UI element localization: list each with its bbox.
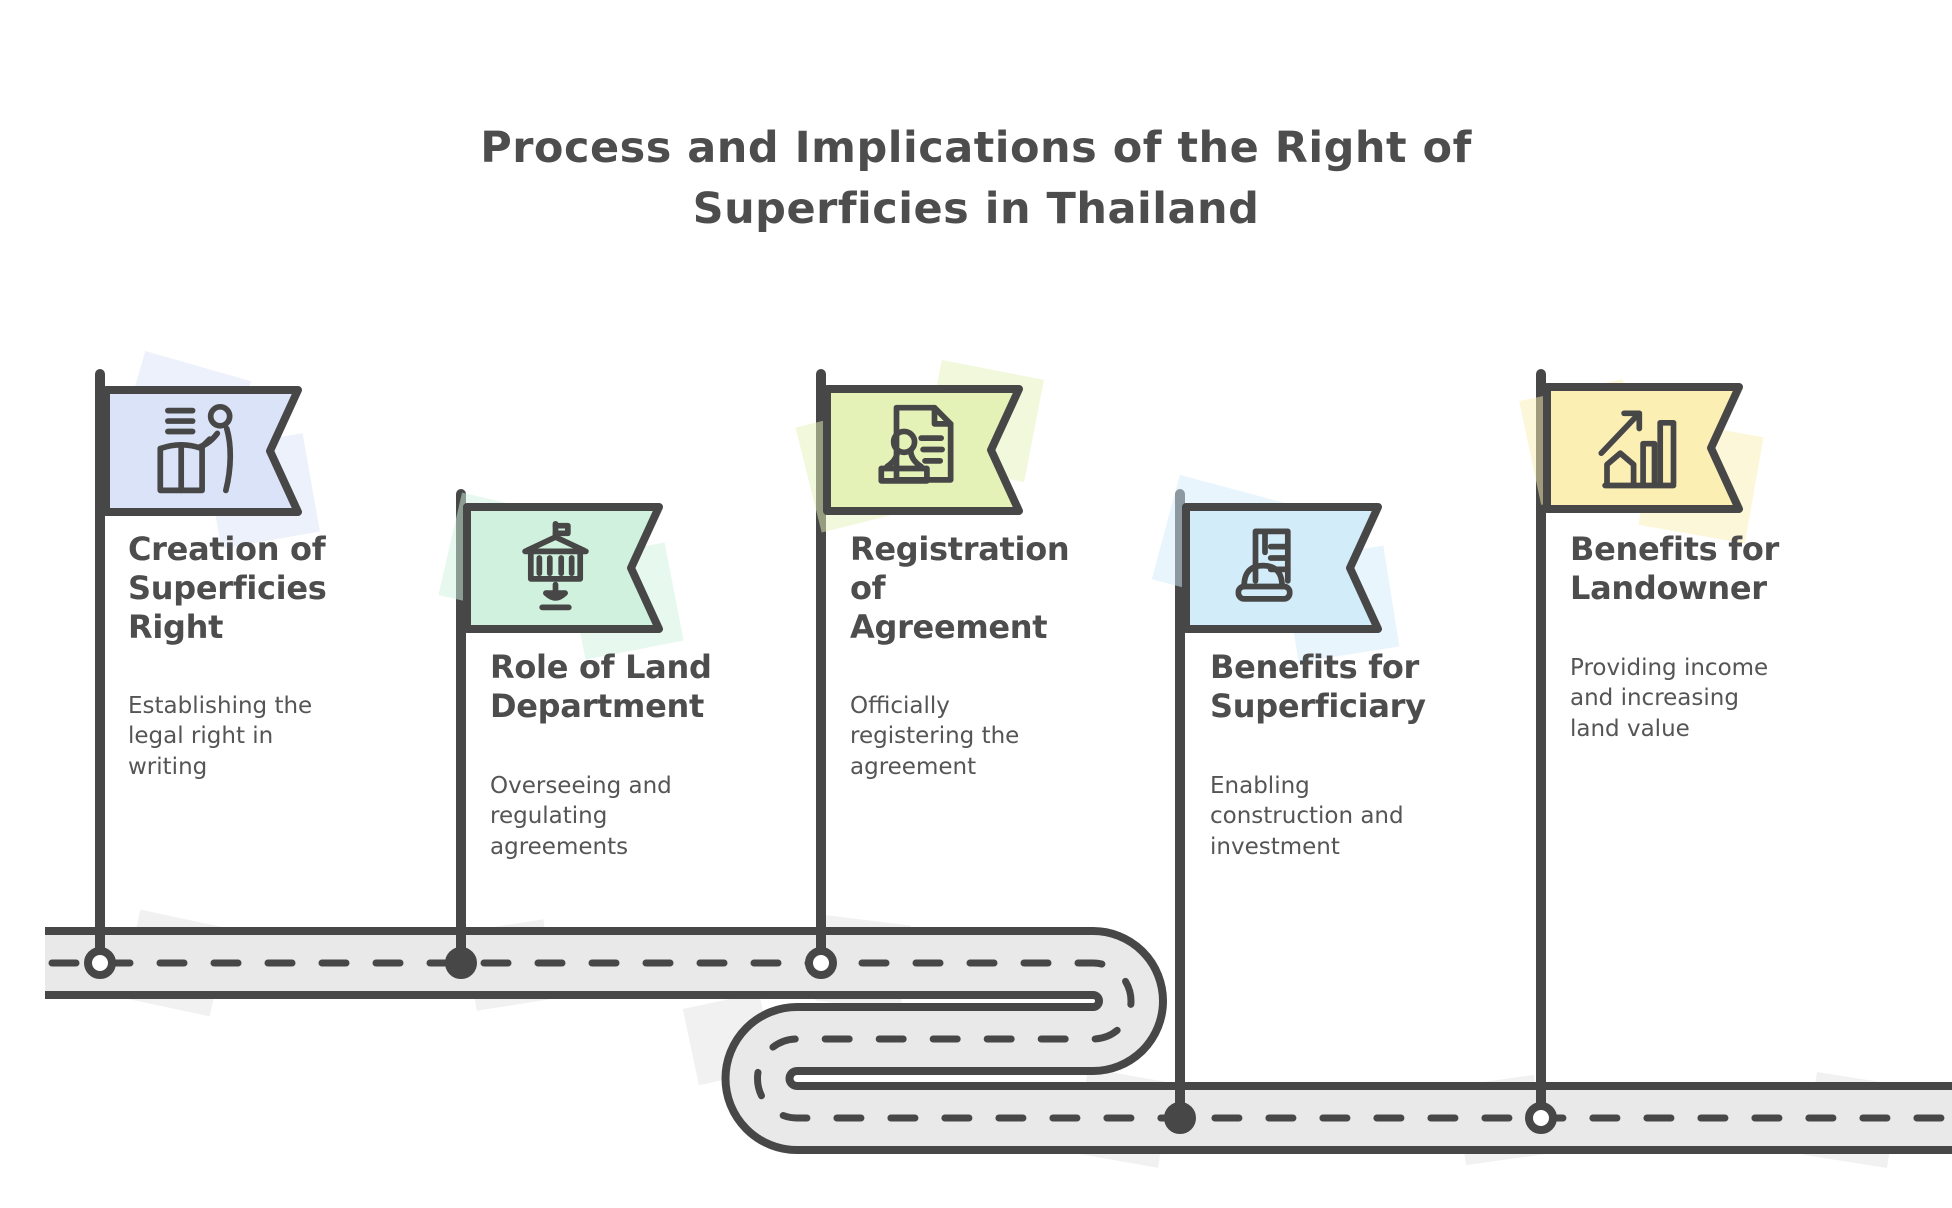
- person-writing-desk-icon: [157, 403, 234, 494]
- flag-superficiary: [1151, 474, 1400, 663]
- flag-banner-creation: [102, 350, 320, 549]
- flag-title-landowner: Benefits for Landowner: [1570, 530, 1780, 608]
- government-building-icon: [522, 520, 589, 611]
- flag-subtitle-creation: Establishing the legal right in writing: [128, 693, 313, 780]
- document-stamp-icon: [878, 404, 954, 484]
- flag-subtitle-registration: Officially registering the agreement: [850, 693, 1020, 780]
- flag-landowner: [1519, 379, 1764, 544]
- flag-subtitle-land-department: Overseeing and regulating agreements: [490, 773, 672, 860]
- flag-banner-landowner: [1519, 379, 1764, 544]
- flag-banner-superficiary: [1151, 474, 1400, 663]
- flag-title-registration: Registration of Agreement: [850, 530, 1070, 647]
- page-title: Process and Implications of the Right of…: [480, 123, 1472, 235]
- flag-subtitle-landowner: Providing income and increasing land val…: [1570, 655, 1769, 742]
- flag-land-department: [438, 492, 684, 660]
- house-growth-icon: [1598, 410, 1677, 489]
- node-superficiary: [1164, 1102, 1196, 1134]
- milestone-nodes: [84, 947, 1557, 1134]
- node-land-department: [445, 947, 477, 979]
- node-registration: [805, 947, 837, 979]
- flag-banner-land-department: [438, 492, 684, 660]
- flag-banner-registration: [795, 360, 1044, 533]
- building-hardhat-icon: [1235, 528, 1293, 602]
- flag-title-superficiary: Benefits for Superficiary: [1210, 648, 1426, 726]
- flag-registration: [795, 360, 1044, 533]
- flag-title-creation: Creation of Superficies Right: [128, 530, 327, 647]
- node-landowner: [1525, 1102, 1557, 1134]
- road-center-line: [48, 959, 1952, 1122]
- flag-title-land-department: Role of Land Department: [490, 648, 712, 726]
- flag-subtitle-superficiary: Enabling construction and investment: [1210, 773, 1404, 860]
- flag-creation: [102, 350, 320, 549]
- node-creation: [84, 947, 116, 979]
